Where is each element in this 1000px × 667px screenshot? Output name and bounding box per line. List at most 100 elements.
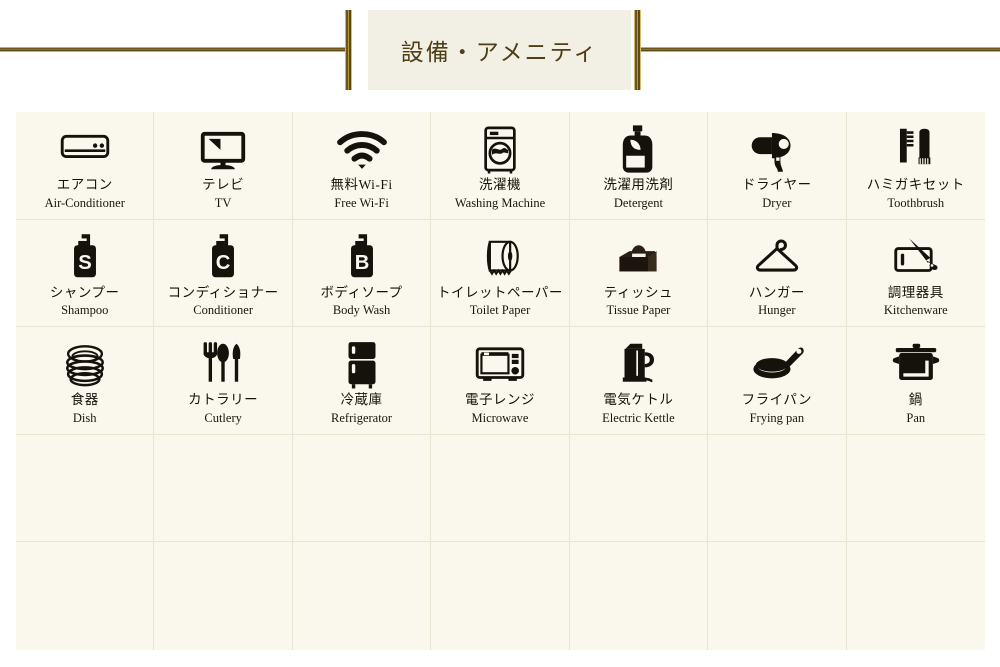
amenity-label-en: Tissue Paper [606,303,671,318]
wifi-icon [293,121,430,177]
amenity-label-ja: 洗濯用洗剤 [603,177,674,192]
svg-text:B: B [354,251,369,273]
amenity-cell-toilet-paper[interactable]: トイレットペーパー Toilet Paper [431,219,570,328]
amenity-label-en: TV [214,195,232,210]
body-wash-icon: B [293,229,430,285]
detergent-icon [570,121,707,177]
amenity-label-en: Kitchenware [883,303,948,318]
amenity-cell-conditioner[interactable]: C コンディショナー Conditioner [154,219,293,328]
amenity-cell-toothbrush[interactable]: ハミガキセット Toothbrush [846,112,985,220]
amenity-cell-kitchenware[interactable]: 調理器具 Kitchenware [846,220,985,328]
amenity-cell-empty [16,542,155,650]
amenity-label-en: Detergent [613,195,663,210]
amenity-label-ja: 電子レンジ [464,392,535,408]
hanger-icon [708,229,845,285]
amenity-cell-refrigerator[interactable]: 冷蔵庫 Refrigerator [292,327,432,435]
amenity-label-en: Cutlery [204,411,242,426]
amenity-cell-dish[interactable]: 食器 Dish [16,327,155,435]
amenity-cell-hunger[interactable]: ハンガー Hunger [708,219,847,328]
amenity-label-en: Toothbrush [887,195,945,210]
amenity-cell-cutlery[interactable]: カトラリー Cutlery [154,327,293,435]
air-conditioner-icon [16,121,153,177]
amenity-label-ja: テレビ [202,177,245,192]
section-header: 設備・アメニティ [0,0,1000,100]
amenity-label-en: Air-Conditioner [44,195,125,210]
amenity-label-en: Frying pan [749,411,805,426]
amenity-label-en: Microwave [471,411,529,426]
amenity-label-ja: ティッシュ [603,284,674,300]
amenity-cell-pan[interactable]: 鍋 Pan [846,327,985,435]
decorative-bar-left [345,10,352,90]
refrigerator-icon [293,336,430,392]
amenity-cell-tv[interactable]: テレビ TV [154,112,293,220]
amenity-label-ja: 調理器具 [887,284,944,300]
decorative-rule-right [634,47,1000,52]
amenity-label-ja: 洗濯機 [478,177,521,192]
decorative-rule-left [0,47,352,52]
amenity-label-ja: カトラリー [188,392,259,408]
amenity-label-en: Washing Machine [454,195,546,210]
amenity-cell-washing-machine[interactable]: 洗濯機 Washing Machine [431,112,570,220]
amenity-label-ja: ドライヤー [742,177,812,192]
amenity-cell-empty [431,434,570,543]
amenity-label-en: Body Wash [332,303,391,318]
amenity-cell-empty [431,542,570,650]
amenity-label-en: Free Wi-Fi [334,195,389,210]
amenity-label-en: Pan [906,411,926,426]
amenity-cell-microwave[interactable]: 電子レンジ Microwave [431,327,570,435]
cutlery-icon [154,336,291,392]
amenity-label-ja: 無料Wi-Fi [330,177,393,192]
amenity-label-ja: ハンガー [748,284,805,300]
svg-text:C: C [216,251,231,273]
pot-icon [847,336,985,392]
washing-machine-icon [431,121,568,177]
amenity-label-en: Electric Kettle [602,411,675,426]
conditioner-icon: C [154,229,291,285]
amenity-label-ja: 食器 [70,392,99,408]
amenity-label-ja: ボディソープ [320,284,403,300]
amenity-cell-empty [708,542,847,650]
amenity-cell-empty [154,434,293,543]
shampoo-icon: S [16,229,153,285]
amenity-label-en: Toilet Paper [469,303,531,318]
amenity-label-ja: トイレットペーパー [437,284,563,300]
amenity-cell-electric-kettle[interactable]: 電気ケトル Electric Kettle [569,327,709,435]
amenity-cell-dryer[interactable]: ドライヤー Dryer [708,112,847,220]
amenity-label-ja: 電気ケトル [603,392,674,408]
svg-text:S: S [78,251,92,273]
amenity-label-ja: ハミガキセット [866,177,965,192]
amenity-label-ja: シャンプー [49,284,120,300]
amenity-cell-empty [292,434,432,543]
microwave-icon [431,336,568,392]
amenity-cell-detergent[interactable]: 洗濯用洗剤 Detergent [569,112,709,220]
toothbrush-icon [847,121,985,177]
amenity-label-en: Hunger [758,303,796,318]
amenity-cell-air-conditioner[interactable]: エアコン Air-Conditioner [16,112,155,220]
kitchenware-icon [847,229,985,285]
amenity-label-en: Conditioner [193,303,253,318]
amenity-label-en: Dryer [762,195,792,210]
amenity-cell-empty [293,542,432,650]
amenity-label-en: Shampoo [61,303,109,318]
amenity-cell-body-wash[interactable]: B ボディソープ Body Wash [292,219,432,328]
amenity-label-ja: 冷蔵庫 [340,392,383,408]
amenity-label-ja: コンディショナー [167,284,279,300]
amenity-cell-empty [570,542,709,650]
amenity-label-en: Refrigerator [331,411,393,426]
amenity-cell-shampoo[interactable]: S シャンプー Shampoo [16,219,155,328]
tv-icon [154,121,291,177]
amenity-cell-empty [708,434,847,543]
dish-stack-icon [16,336,153,392]
amenity-cell-tissue-paper[interactable]: ティッシュ Tissue Paper [569,219,709,328]
section-title-box: 設備・アメニティ [368,10,631,90]
amenity-label-en: Dish [72,411,97,426]
tissue-box-icon [570,229,707,285]
toilet-paper-icon [431,229,568,285]
amenity-cell-empty [569,434,709,543]
amenity-label-ja: エアコン [56,177,113,192]
amenity-label-ja: 鍋 [908,392,923,408]
